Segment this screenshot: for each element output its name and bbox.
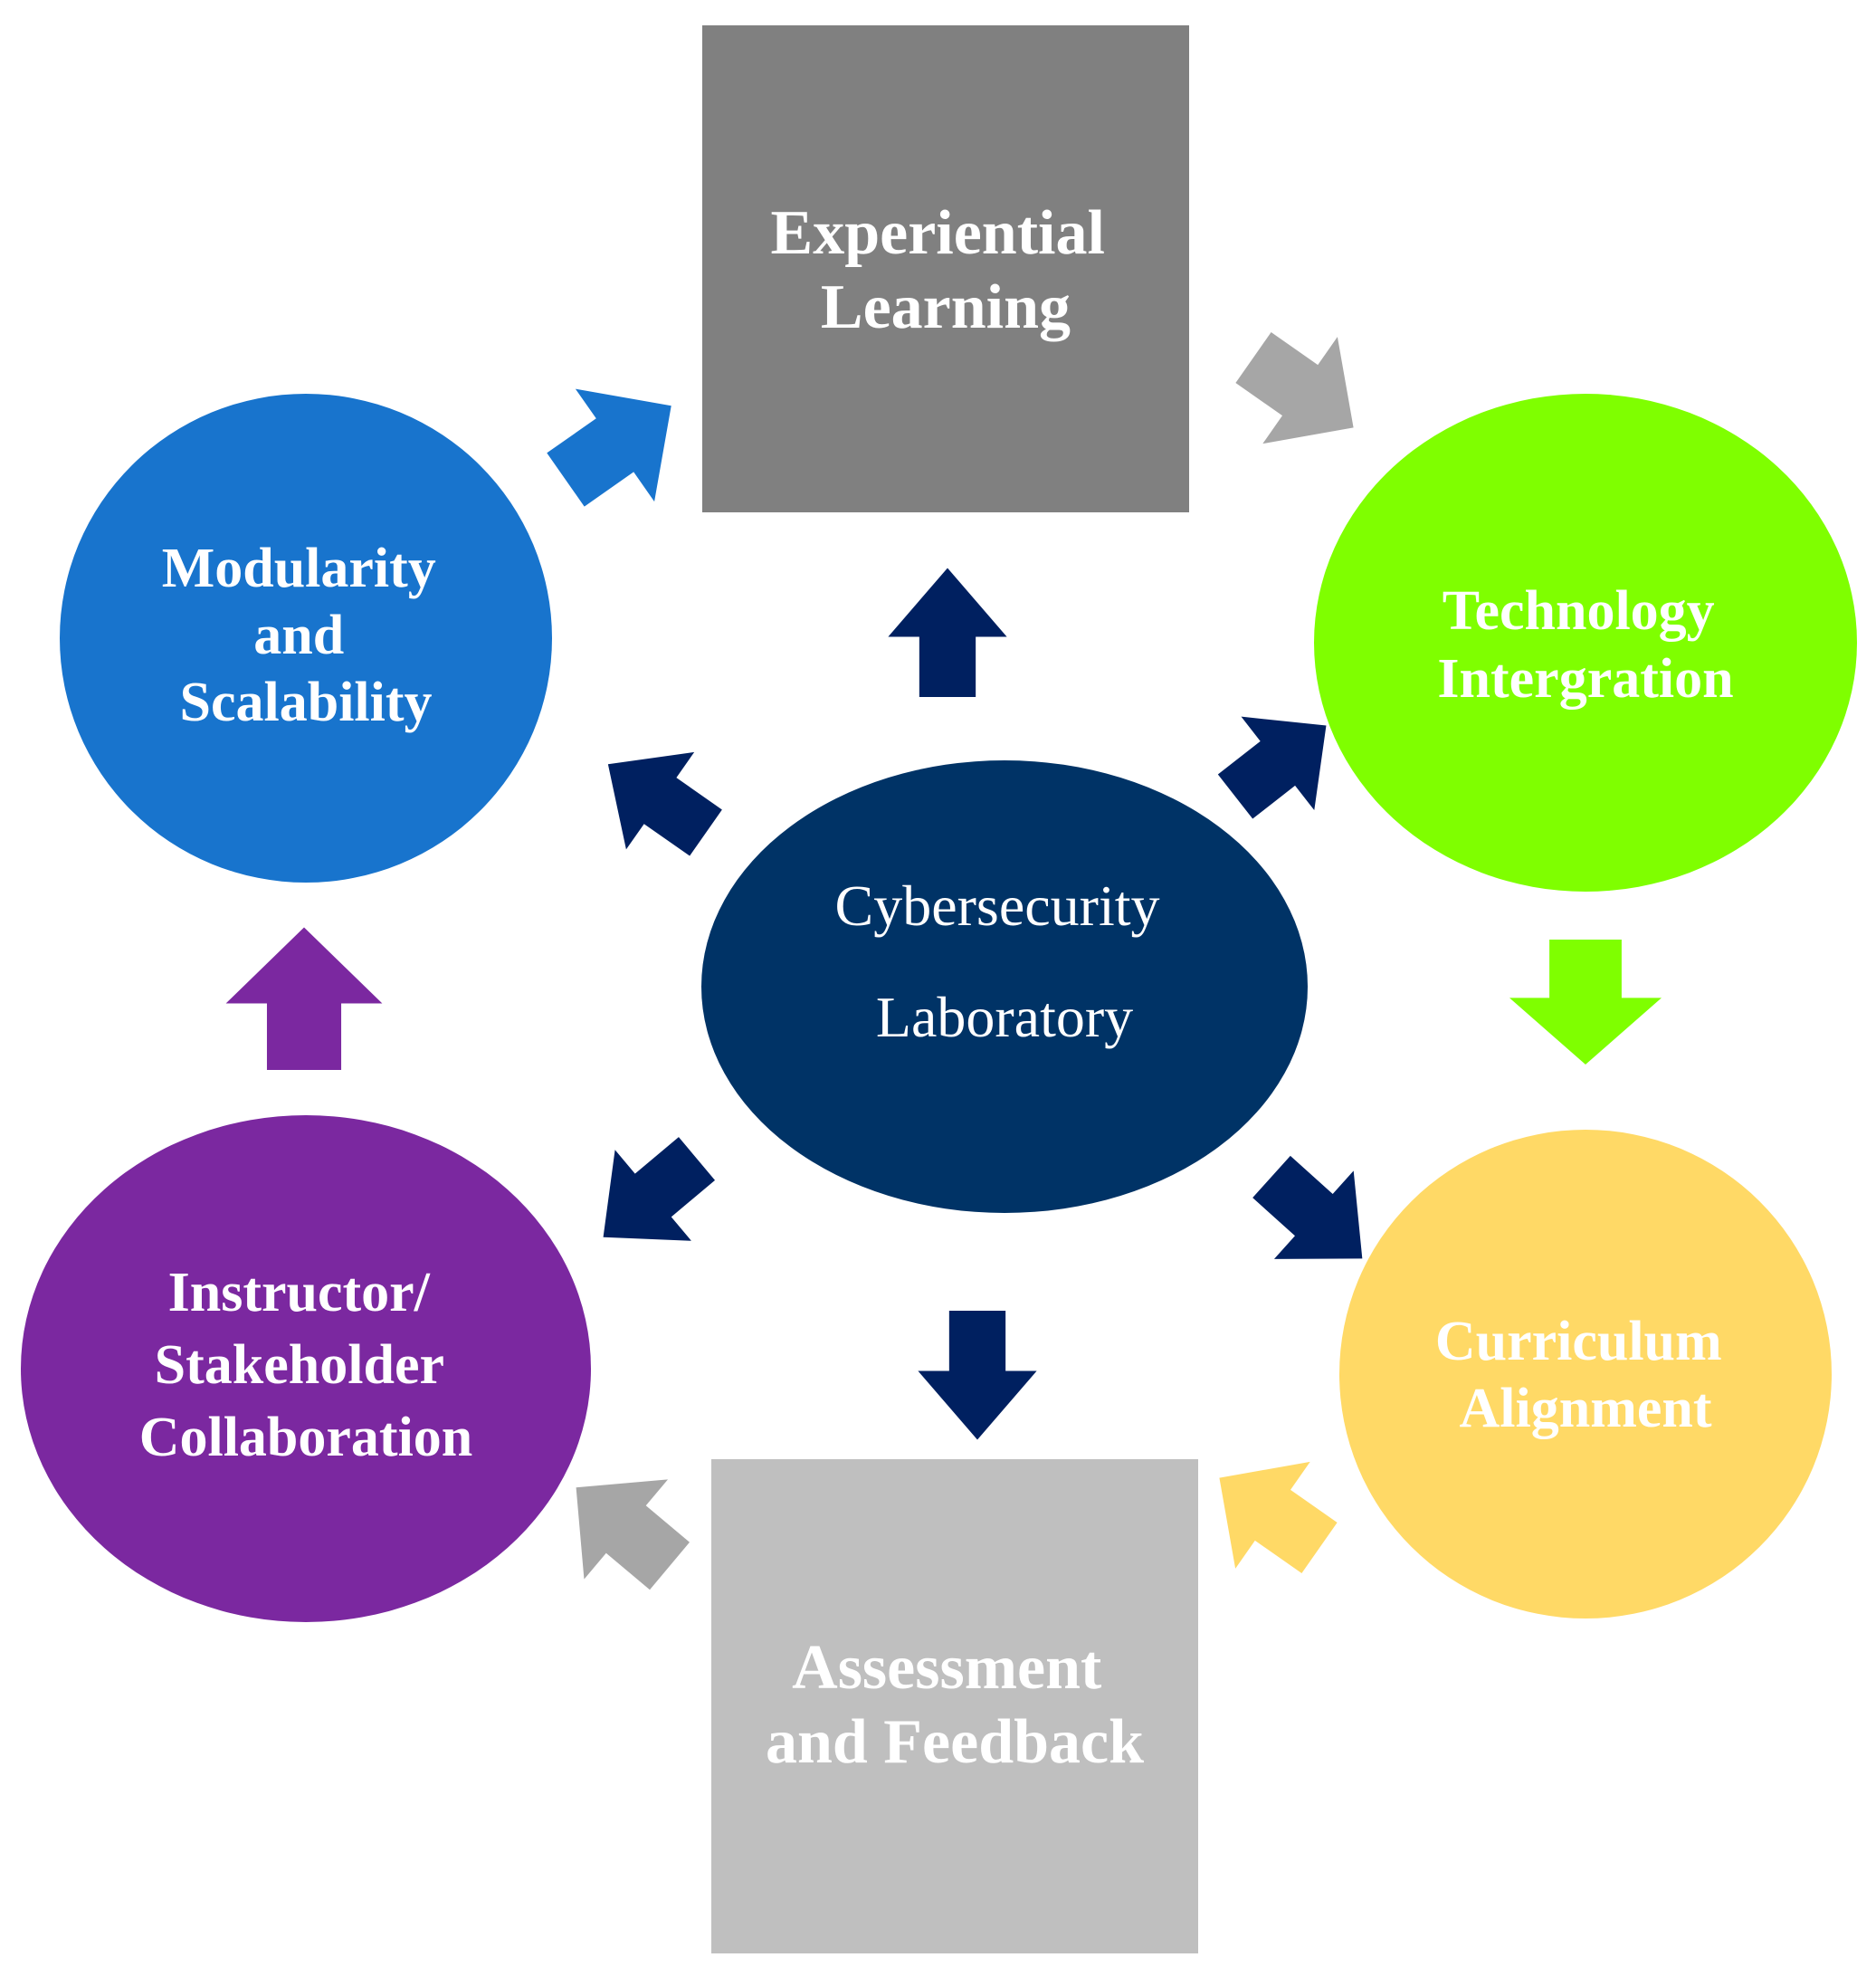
arrow-technology-to-curriculum — [1509, 940, 1662, 1065]
arrow-instructor-to-modularity — [225, 927, 383, 1070]
arrow-center-upper-left — [574, 715, 740, 882]
arrow-center-lower-left — [565, 1112, 736, 1284]
arrow-modularity-to-experiential — [526, 349, 711, 537]
node-instructor-collaboration-label: Instructor/ Stakeholder Collaboration — [139, 1262, 473, 1468]
node-assessment-feedback — [711, 1459, 1198, 1953]
node-cybersecurity-laboratory — [701, 760, 1308, 1213]
node-technology-integration — [1314, 394, 1857, 892]
node-curriculum-alignment — [1339, 1130, 1832, 1618]
arrow-center-up — [888, 568, 1007, 697]
node-technology-integration-label: Technology Intergration — [1437, 580, 1733, 710]
node-experiential-learning — [702, 25, 1189, 512]
arrow-center-down — [918, 1311, 1037, 1440]
node-instructor-collaboration — [21, 1115, 591, 1622]
arrow-curriculum-to-assessment — [1182, 1424, 1357, 1601]
node-modularity-scalability-label: Modularity and Scalability — [162, 538, 451, 733]
node-modularity-scalability — [60, 394, 552, 883]
arrow-experiential-to-technology — [1215, 304, 1391, 482]
node-cybersecurity-laboratory-label: Cybersecurity Laboratory — [835, 874, 1175, 1049]
node-experiential-learning-label: Experiential Learning — [771, 198, 1121, 342]
node-curriculum-alignment-label: Curriculum Alignment — [1435, 1311, 1736, 1439]
node-assessment-feedback-label: Assessment and Feedback — [766, 1633, 1144, 1777]
